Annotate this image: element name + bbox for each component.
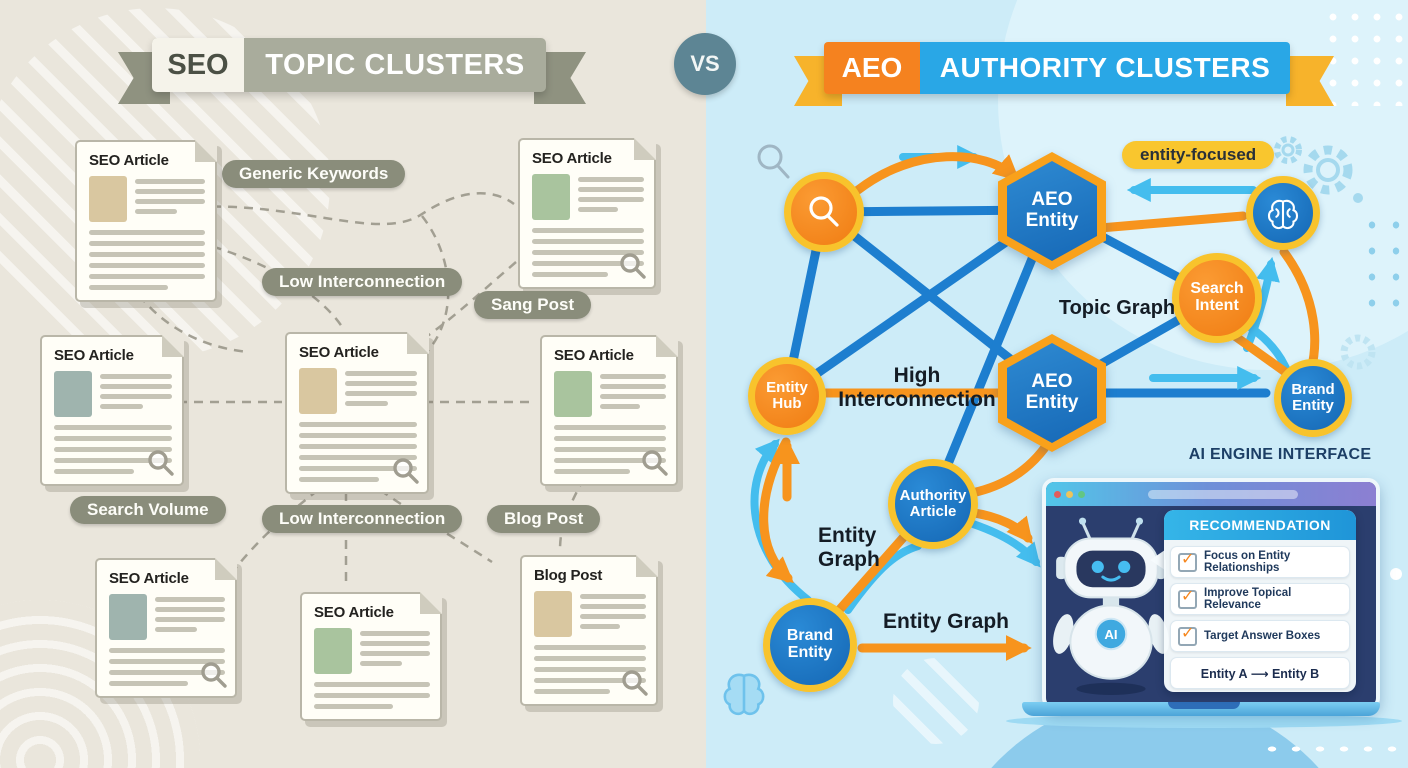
high-interconnection-label: High Interconnection — [838, 364, 996, 411]
brain-icon-decoration — [723, 673, 765, 716]
document-thumbnail — [54, 371, 92, 417]
dots-grid-decoration — [1322, 6, 1408, 106]
document-card: SEO Article — [75, 140, 217, 302]
aeo-entity-label: AEO Entity — [1007, 161, 1097, 261]
document-title: SEO Article — [109, 570, 189, 587]
magnifier-icon — [148, 450, 174, 476]
checkbox-checked-icon — [1178, 549, 1197, 572]
document-card: SEO Article — [285, 332, 429, 494]
document-card: SEO Article — [518, 138, 656, 289]
vs-badge: VS — [674, 33, 736, 95]
document-card: SEO Article — [540, 335, 678, 486]
brain-icon — [1267, 199, 1299, 230]
document-title: SEO Article — [314, 604, 394, 621]
checkbox-checked-icon — [1178, 623, 1197, 646]
document-thumbnail — [89, 176, 127, 222]
aeo-title: AUTHORITY CLUSTERS — [920, 42, 1290, 94]
address-bar — [1148, 489, 1298, 499]
document-thumbnail — [314, 628, 352, 674]
label-low-interconnection: Low Interconnection — [262, 268, 463, 296]
ai-engine-interface-label: AI ENGINE INTERFACE — [1188, 446, 1372, 463]
document-thumbnail — [554, 371, 592, 417]
magnifier-outline-icon — [757, 144, 790, 179]
laptop-base — [1022, 702, 1380, 716]
laptop-shadow — [1006, 714, 1402, 728]
document-title: SEO Article — [299, 344, 379, 361]
document-thumbnail — [109, 594, 147, 640]
document-title: SEO Article — [532, 150, 612, 167]
dots-column-decoration — [1360, 212, 1408, 312]
seo-header-ribbon: SEO TOPIC CLUSTERS — [152, 38, 546, 92]
document-card: Blog Post — [520, 555, 658, 706]
recommendation-title: RECOMMENDATION — [1164, 510, 1356, 540]
document-title: SEO Article — [54, 347, 134, 364]
authority-article-node: Authority Article — [888, 459, 978, 549]
dots-row-decoration — [1260, 742, 1402, 756]
aeo-entity-label: AEO Entity — [1007, 343, 1097, 443]
document-title: SEO Article — [554, 347, 634, 364]
document-thumbnail — [534, 591, 572, 637]
ai-robot-mascot: AI — [1053, 517, 1169, 695]
search-intent-node: Search Intent — [1172, 253, 1262, 343]
seo-title: TOPIC CLUSTERS — [265, 48, 525, 81]
maximize-icon — [1078, 490, 1085, 498]
entity-hub-node: Entity Hub — [748, 357, 826, 435]
magnifier-icon — [642, 450, 668, 476]
label-low-interconnection: Low Interconnection — [262, 505, 463, 533]
magnifier-icon — [201, 662, 227, 688]
brand-entity-node: Brand Entity — [1274, 359, 1352, 437]
laptop-notch — [1168, 702, 1240, 709]
entity-focused-badge: entity-focused — [1122, 141, 1275, 169]
magnifier-icon — [620, 253, 646, 279]
gears-icon — [1274, 136, 1363, 203]
brand-entity-node: Brand Entity — [763, 598, 857, 692]
recommendation-item: Focus on Entity Relationships — [1170, 546, 1350, 578]
recommendation-text: Target Answer Boxes — [1204, 630, 1321, 642]
entity-flow-row: Entity A ⟶ Entity B — [1170, 657, 1350, 689]
speech-pointer — [1150, 550, 1165, 570]
document-title: Blog Post — [534, 567, 603, 584]
donut-brain-icon — [1340, 334, 1376, 370]
white-dot-decoration — [1390, 568, 1402, 580]
aeo-header-ribbon: AEO AUTHORITY CLUSTERS — [824, 42, 1290, 94]
entity-graph-label: Entity Graph — [882, 610, 1009, 633]
entity-flow-text: Entity A ⟶ Entity B — [1200, 666, 1320, 681]
aeo-entity-hexagon: AEO Entity — [998, 334, 1106, 452]
label-search-volume: Search Volume — [70, 496, 226, 524]
magnifier-icon — [809, 196, 839, 227]
recommendation-panel: RECOMMENDATION Focus on Entity Relations… — [1164, 510, 1356, 692]
magnifier-icon — [622, 670, 648, 696]
entity-graph-label: Entity Graph — [818, 524, 880, 571]
recommendation-item: Improve Topical Relevance — [1170, 583, 1350, 615]
browser-titlebar — [1046, 482, 1376, 506]
ai-badge: AI — [1104, 627, 1117, 642]
minimize-icon — [1066, 490, 1073, 498]
aeo-tag: AEO — [824, 42, 920, 94]
seo-tag: SEO — [152, 38, 244, 92]
document-card: SEO Article — [40, 335, 184, 486]
search-node — [784, 172, 864, 252]
label-sang-post: Sang Post — [474, 291, 592, 319]
document-card: SEO Article — [300, 592, 442, 721]
brain-node — [1246, 176, 1320, 250]
striped-circle-small-decoration — [893, 658, 979, 744]
checkbox-checked-icon — [1178, 586, 1197, 609]
recommendation-item: Target Answer Boxes — [1170, 620, 1350, 652]
recommendation-text: Improve Topical Relevance — [1204, 587, 1292, 611]
document-thumbnail — [532, 174, 570, 220]
document-title: SEO Article — [89, 152, 169, 169]
aeo-entity-hexagon: AEO Entity — [998, 152, 1106, 270]
close-icon — [1054, 490, 1061, 498]
magnifier-icon — [393, 458, 419, 484]
label-generic-keywords: Generic Keywords — [222, 160, 406, 188]
recommendation-text: Focus on Entity Relationships — [1204, 550, 1291, 574]
document-thumbnail — [299, 368, 337, 414]
document-card: SEO Article — [95, 558, 237, 698]
label-blog-post: Blog Post — [487, 505, 601, 533]
topic-graph-label: Topic Graph — [1058, 297, 1176, 319]
